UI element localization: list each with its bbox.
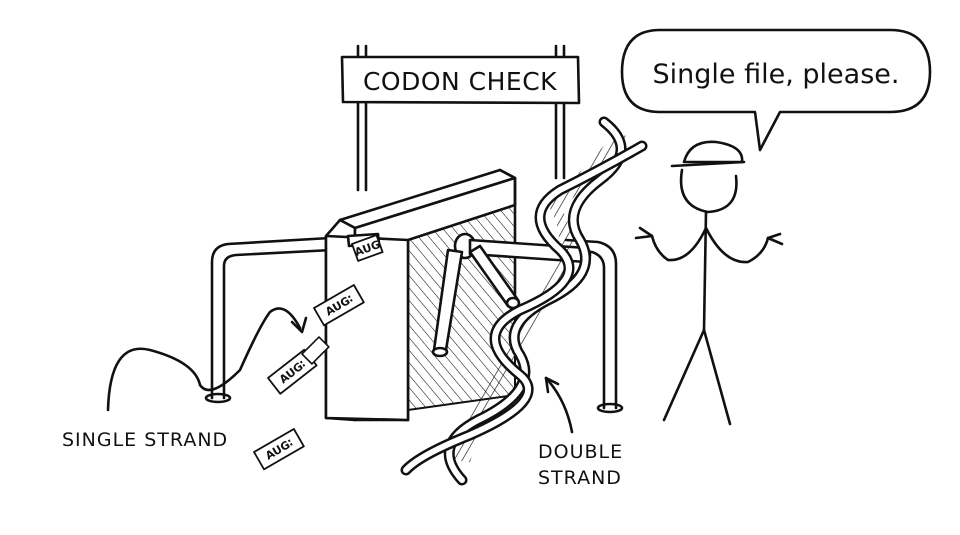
- left-rail-foot: [204, 392, 232, 404]
- helix-strand-b: [403, 143, 645, 473]
- right-rail-foot: [596, 402, 624, 414]
- sign-board: [340, 55, 581, 105]
- label-single-strand: SINGLE STRAND: [62, 429, 228, 451]
- attendant-cap: [682, 140, 744, 164]
- double-strand-pointer-head: [544, 376, 560, 394]
- double-strand-pointer: [544, 376, 574, 434]
- attendant-figure: [634, 140, 784, 426]
- back-railing: [204, 236, 624, 414]
- attendant-arm-right: [704, 226, 770, 264]
- ticket-3: AUG∶: [253, 428, 305, 471]
- ticket-4: [301, 336, 330, 365]
- label-double-strand-line2: STRAND: [538, 467, 622, 489]
- left-rail-inner: [222, 248, 334, 400]
- label-double-strand: DOUBLE STRAND: [538, 441, 623, 489]
- cabinet-back-edge: [498, 168, 517, 302]
- rotor-arm-down-end: [431, 346, 449, 358]
- speech-bubble: Single file, please.: [620, 28, 932, 152]
- single-strand-curve: [106, 307, 302, 412]
- attendant-hand-right: [766, 232, 784, 246]
- single-strand-arrowhead: [290, 316, 308, 334]
- attendant-leg-left: [662, 328, 706, 422]
- attendant-body: [702, 210, 708, 332]
- double-helix: [400, 116, 648, 486]
- attendant-cap-brim: [670, 160, 746, 168]
- turnstile: AUG: [324, 168, 592, 422]
- attendant-leg-right: [702, 328, 732, 426]
- right-rail-outer: [558, 248, 606, 410]
- attendant-head: [679, 168, 738, 214]
- speech-bubble-text: Single file, please.: [653, 59, 900, 90]
- right-rail-inner: [564, 238, 618, 410]
- codon-check-sign: CODON CHECK: [340, 44, 581, 192]
- attendant-hand-left: [634, 226, 654, 240]
- single-strand: [106, 307, 308, 412]
- attendant-arm-left: [650, 226, 708, 262]
- sign-text: CODON CHECK: [363, 67, 557, 96]
- cabinet-face: [324, 234, 410, 422]
- slot-ticket: AUG: [351, 234, 384, 262]
- label-double-strand-line1: DOUBLE: [538, 441, 623, 463]
- left-rail-outer: [210, 236, 332, 400]
- speech-bubble-outline: [620, 28, 932, 152]
